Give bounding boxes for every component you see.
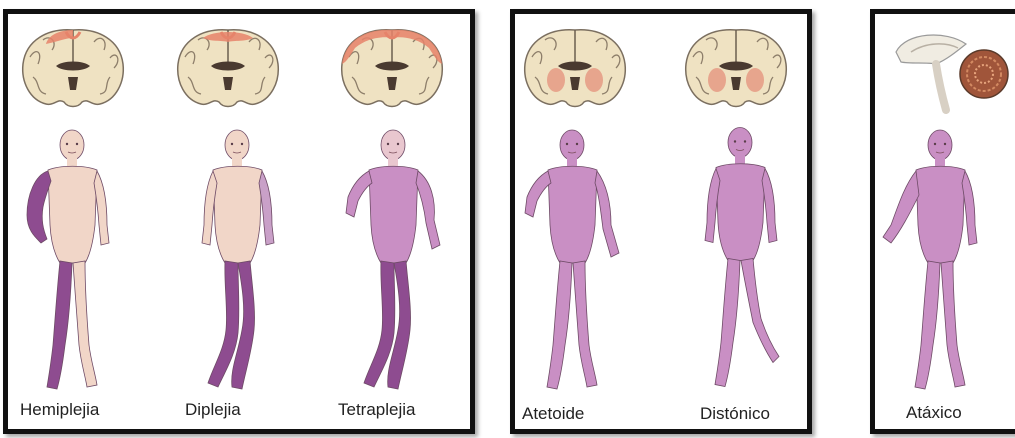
label-hemiplejia: Hemiplejia [20, 400, 99, 420]
brain-coronal-icon [337, 22, 447, 117]
label-diplejia: Diplejia [185, 400, 241, 420]
human-figure-hemiplegia [15, 125, 130, 400]
label-atetoide: Atetoide [522, 404, 584, 424]
human-figure-ataxic [878, 125, 1003, 400]
brain-coronal-icon [18, 22, 128, 117]
human-figure-dystonic [683, 120, 798, 400]
brain-coronal-icon [520, 22, 630, 117]
brain-coronal-icon [173, 22, 283, 117]
label-ataxico: Atáxico [906, 403, 962, 423]
brain-coronal-icon [681, 22, 791, 117]
brain-sagittal-cerebellum-icon [886, 22, 1011, 117]
human-figure-athetoid [515, 125, 630, 400]
label-distonico: Distónico [700, 404, 770, 424]
label-tetraplejia: Tetraplejia [338, 400, 416, 420]
human-figure-diplegia [180, 125, 295, 400]
human-figure-tetraplegia [336, 125, 451, 400]
